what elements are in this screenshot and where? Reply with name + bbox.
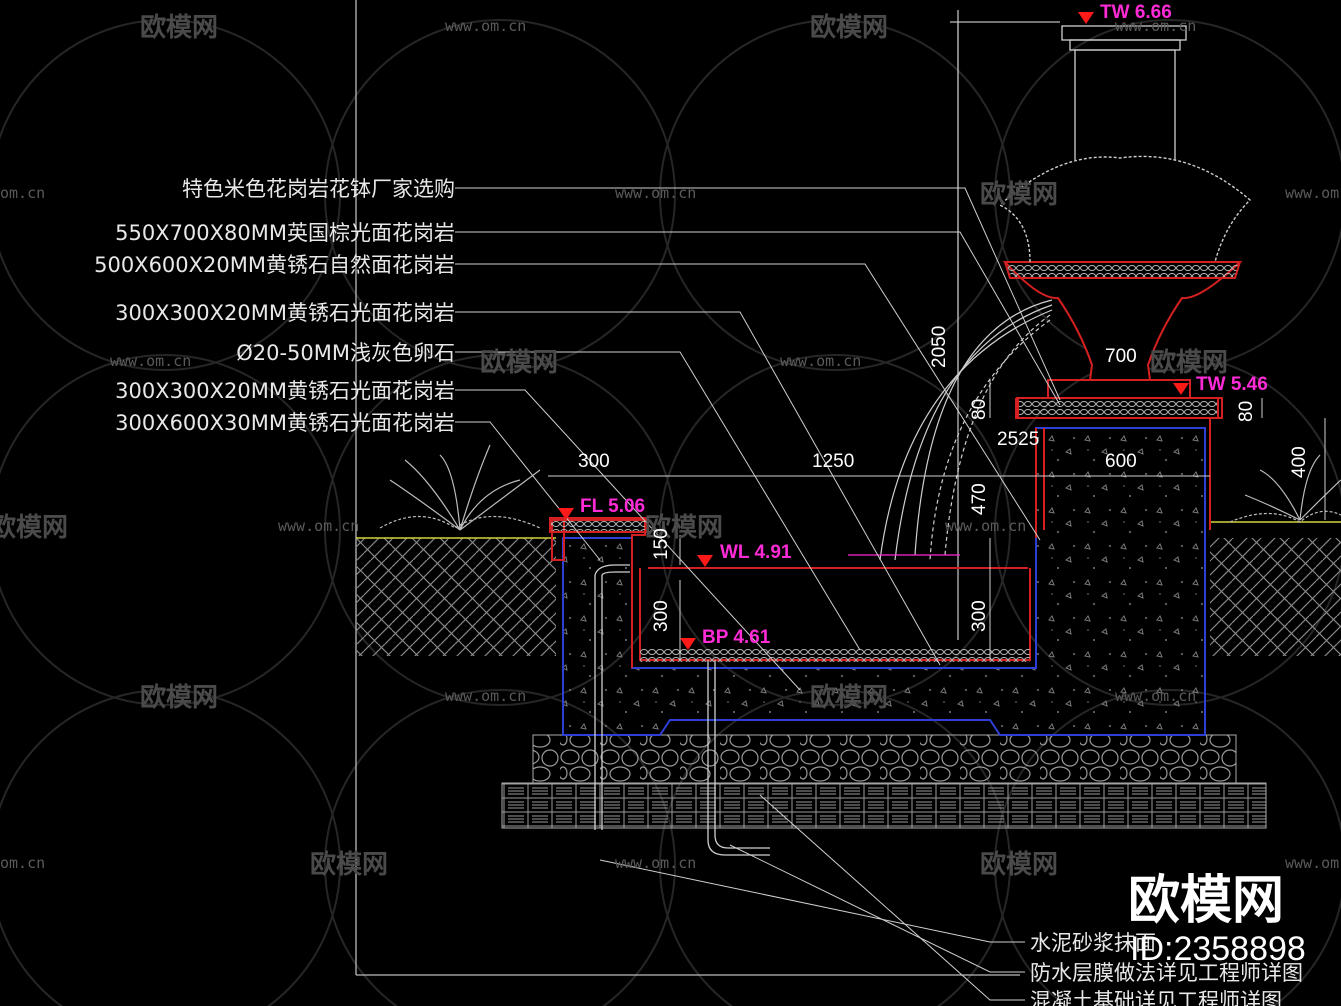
watermark-site: www.om.cn: [615, 184, 696, 202]
plants-right: [1229, 454, 1341, 523]
watermark-site: www.om.cn: [445, 687, 526, 705]
brand-id: ID:2358898: [1130, 930, 1306, 968]
watermark-name: 欧模网: [310, 849, 388, 880]
elevation-tw-top: TW 6.66: [1100, 2, 1172, 23]
label-coping: 300X600X30MM黄锈石光面花岗岩: [115, 411, 455, 435]
label-cap-stone: 550X700X80MM英国棕光面花岗岩: [115, 221, 455, 245]
watermark-name: 欧模网: [810, 12, 888, 43]
watermark-name: 欧模网: [645, 512, 723, 543]
label-pebble: Ø20-50MM浅灰色卵石: [236, 341, 455, 365]
dim-150: 150: [651, 528, 672, 560]
plants-left: [379, 444, 541, 531]
dimension-lines: [548, 22, 1326, 660]
watermark-site: www.om.cn: [1115, 17, 1196, 35]
dim-600: 600: [1105, 451, 1137, 472]
watermark-site: www.om.cn: [615, 854, 696, 872]
watermark-site: www.om.cn: [1285, 854, 1341, 872]
urn-planter: [998, 25, 1252, 381]
watermark-name: 欧模网: [140, 682, 218, 713]
drain-pipe: [594, 564, 770, 856]
watermark-site: www.om.cn: [1115, 687, 1196, 705]
dim-700: 700: [1105, 346, 1137, 367]
label-urn: 特色米色花岗岩花钵厂家选购: [182, 177, 455, 201]
dim-300-left: 300: [651, 600, 672, 632]
dim-400: 400: [1289, 446, 1310, 478]
dim-2050: 2050: [929, 326, 950, 368]
label-waterproof: 防水层膜做法详见工程师详图: [1030, 961, 1303, 985]
elevation-bp: BP 4.61: [702, 627, 771, 648]
watermark-name: 欧模网: [1150, 347, 1228, 378]
elevation-fl: FL 5.06: [580, 496, 645, 517]
brand-name: 欧模网: [1128, 871, 1284, 931]
label-mortar: 水泥砂浆抹面: [1030, 931, 1156, 955]
watermark-name: 欧模网: [980, 179, 1058, 210]
watermark-name: 欧模网: [480, 347, 558, 378]
elevation-wl: WL 4.91: [720, 542, 792, 563]
watermark-name: 欧模网: [140, 12, 218, 43]
elevation-tw-mid: TW 5.46: [1196, 374, 1268, 395]
elevation-markers: [558, 12, 1189, 650]
dim-300-top: 300: [578, 451, 610, 472]
watermark-site: www.om.cn: [780, 352, 861, 370]
dim-80-a: 80: [969, 399, 990, 420]
watermark-name: 欧模网: [810, 682, 888, 713]
ground-soil-right: [1210, 521, 1341, 656]
ground-soil-left: [356, 537, 556, 656]
dim-1250: 1250: [812, 451, 854, 472]
label-foundation: 混凝土基础详见工程师详图: [1030, 989, 1282, 1006]
label-inner-tile: 300X300X20MM黄锈石光面花岗岩: [115, 301, 455, 325]
watermark-name: 欧模网: [0, 512, 68, 543]
label-wall-cladding: 500X600X20MM黄锈石自然面花岗岩: [94, 253, 455, 277]
watermark-site: www.om.cn: [445, 17, 526, 35]
dim-2525: 2525: [997, 429, 1039, 450]
watermark-site: om.cn: [0, 184, 45, 202]
watermark-site: om.cn: [0, 854, 45, 872]
dim-300-right: 300: [969, 600, 990, 632]
brick-base: [501, 782, 1267, 829]
label-floor-tile: 300X300X20MM黄锈石光面花岗岩: [115, 379, 455, 403]
watermark-site: www.om.cn: [110, 352, 191, 370]
watermark-site: www.om.cn: [278, 517, 359, 535]
dim-470: 470: [969, 483, 990, 515]
watermark-site: www.om.cn: [945, 517, 1026, 535]
watermark-name: 欧模网: [980, 849, 1058, 880]
dim-80-b: 80: [1236, 401, 1257, 422]
coping-left: [549, 517, 647, 533]
watermark-site: www.om.cn: [1285, 184, 1341, 202]
